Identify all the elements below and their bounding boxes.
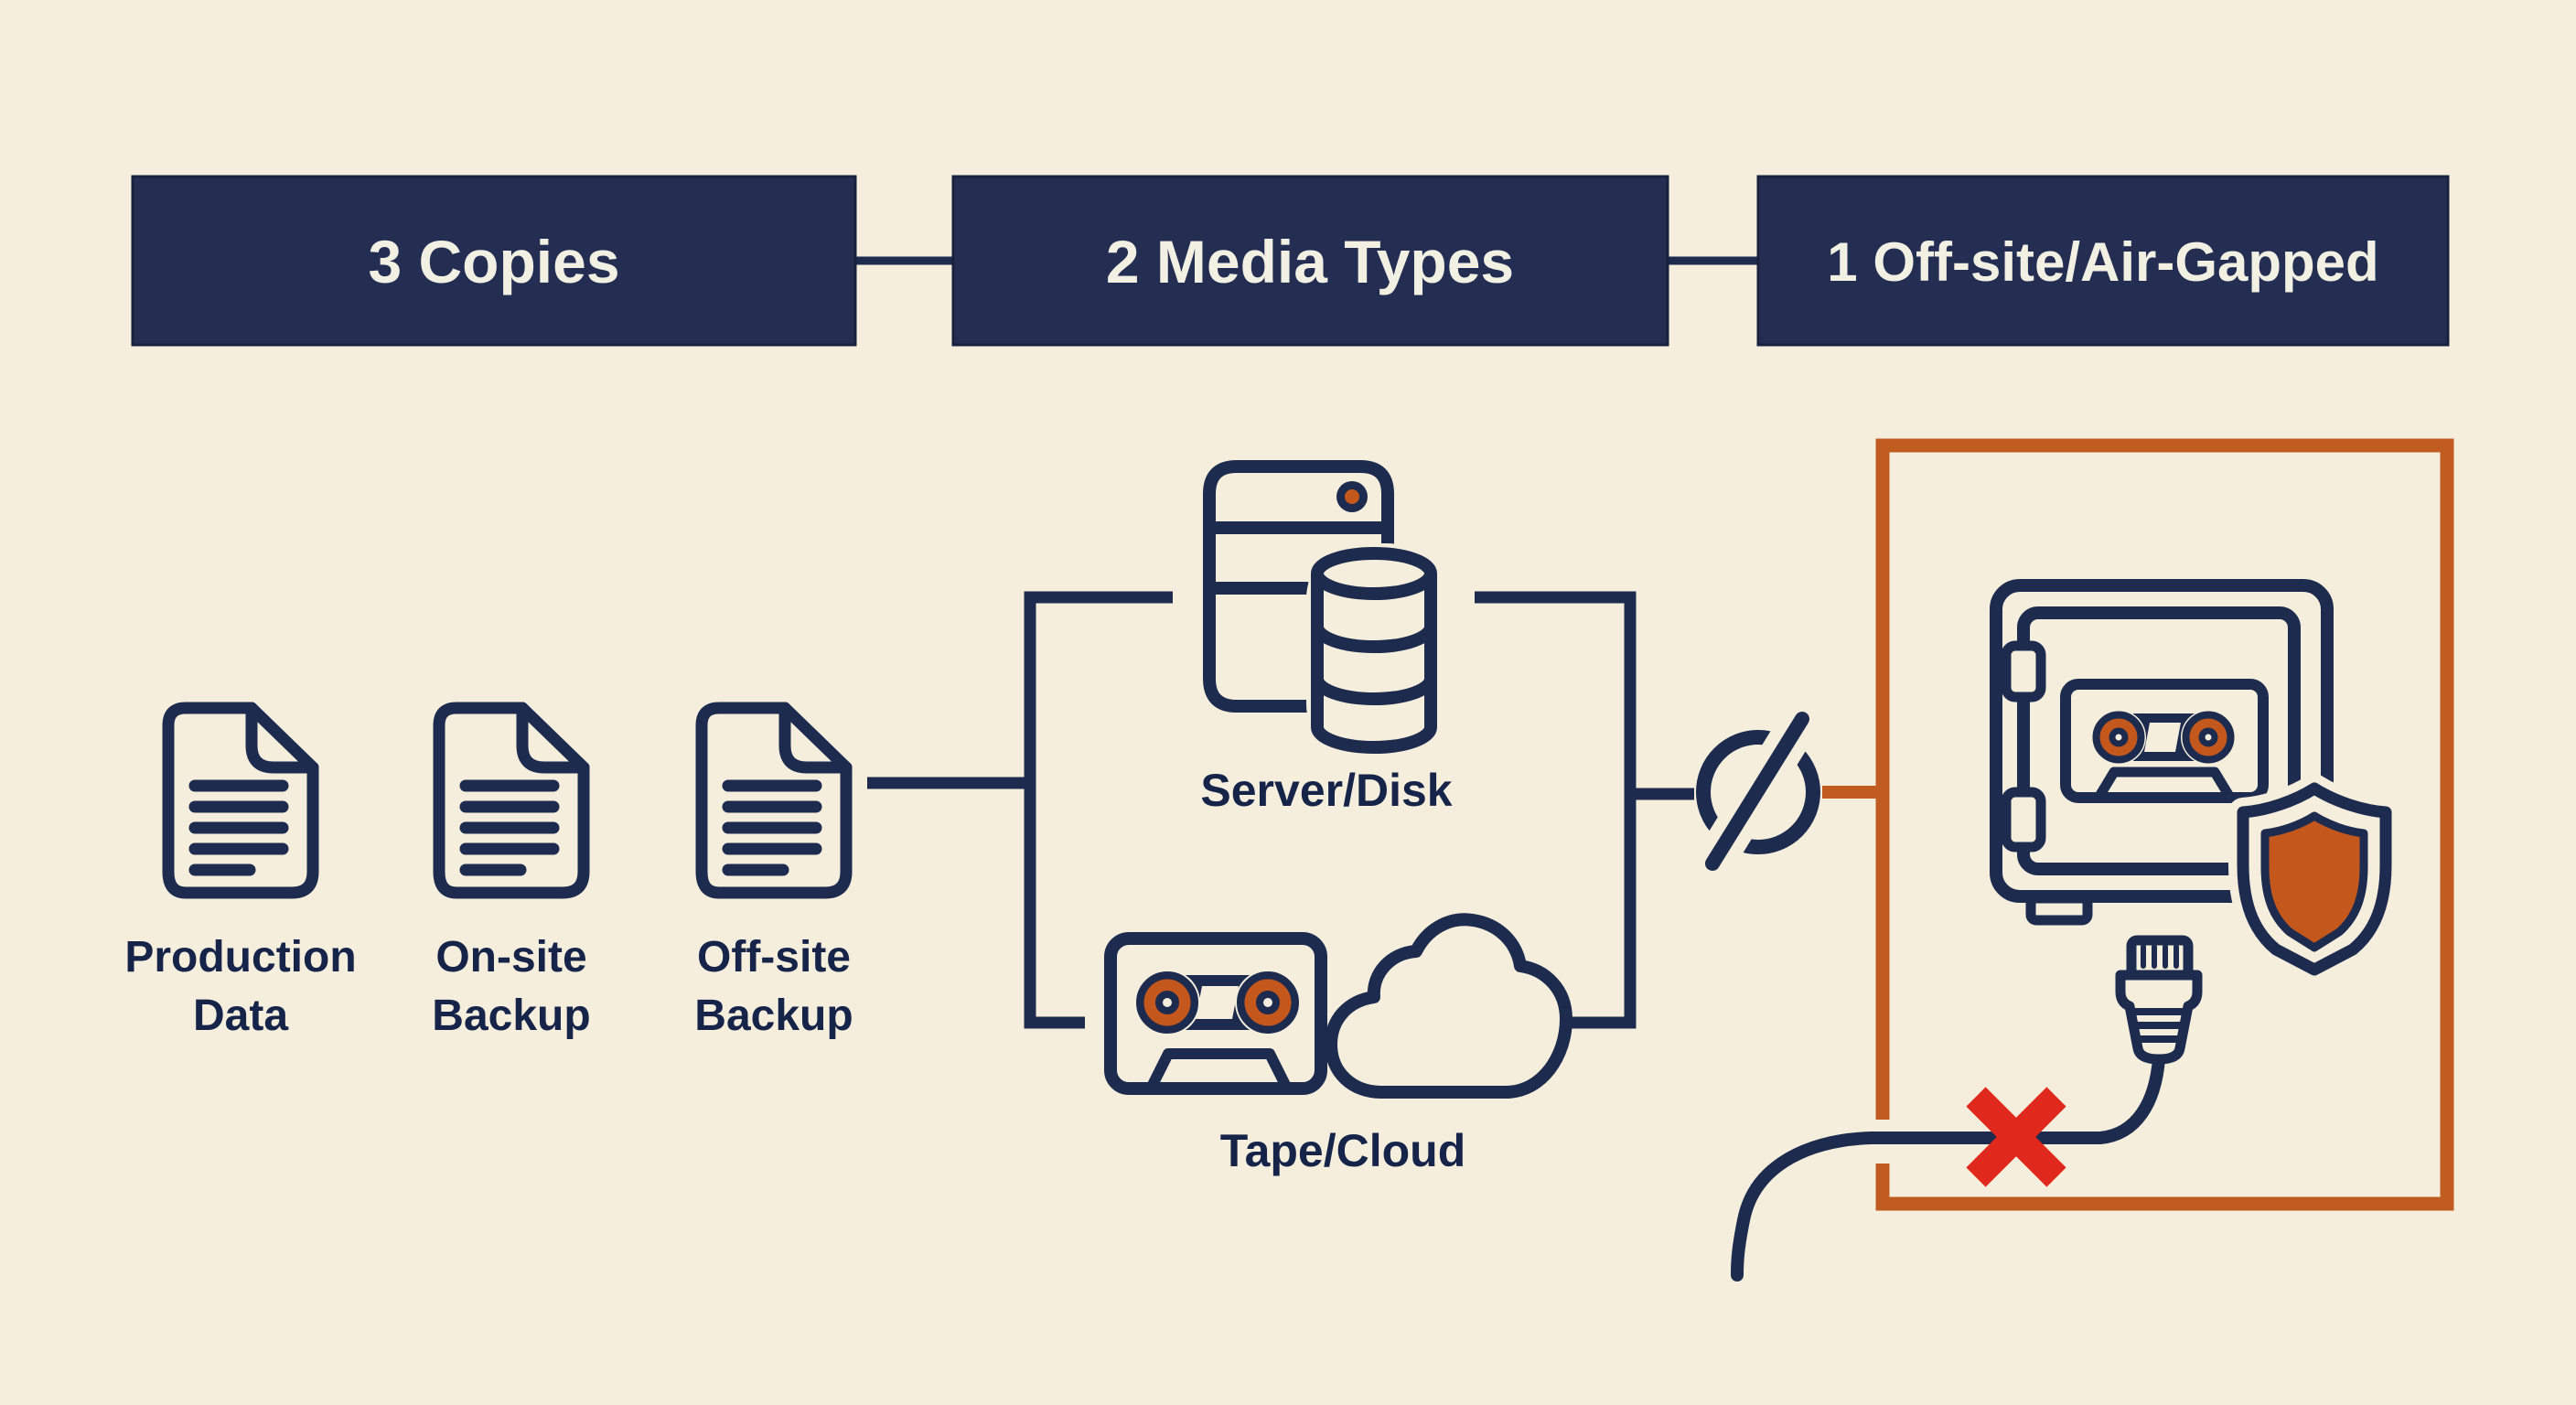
airgap-zone-border <box>1875 438 2454 1211</box>
media-bracket-right <box>1475 591 1637 1029</box>
server-disk-label: Server/Disk <box>1200 765 1452 816</box>
safe-vault-icon <box>1990 579 2334 926</box>
server-disk-icon: Server/Disk <box>1200 460 1453 816</box>
connector-lines <box>867 591 1694 1029</box>
database-disk-icon <box>1311 547 1437 754</box>
document-icon <box>168 708 313 893</box>
offsite-backup-label-line1: Off-site <box>697 933 851 981</box>
cloud-icon <box>1325 913 1572 1099</box>
production-data-label-line2: Data <box>193 992 288 1040</box>
header-box-2-media-types: 2 Media Types <box>951 175 1669 347</box>
ethernet-plug-icon <box>2115 935 2203 1065</box>
disconnected-cable-icon <box>1731 935 2203 1282</box>
onsite-backup-label-line1: On-site <box>435 933 586 981</box>
shield-icon <box>2228 774 2400 984</box>
document-icon <box>439 708 584 893</box>
header-row: 3 Copies 2 Media Types 1 Off-site/Air-Ga… <box>131 175 2450 347</box>
red-x-icon <box>1966 1087 2066 1187</box>
header-box-label: 2 Media Types <box>1106 228 1514 295</box>
header-box-3-copies: 3 Copies <box>131 175 857 347</box>
offsite-backup-label-line2: Backup <box>694 992 853 1040</box>
media-group: Server/Disk <box>1104 460 1572 1176</box>
header-box-1-offsite-airgapped: 1 Off-site/Air-Gapped <box>1756 175 2450 347</box>
header-box-label: 3 Copies <box>368 228 619 295</box>
document-icon <box>702 708 846 893</box>
onsite-backup-label-line2: Backup <box>432 992 590 1040</box>
broken-link-icon <box>1696 707 1820 875</box>
copy-labels: Production Data On-site Backup Off-site … <box>124 933 853 1040</box>
production-data-label-line1: Production <box>124 933 356 981</box>
cassette-tape-icon <box>2060 679 2269 803</box>
tape-cloud-icon: Tape/Cloud <box>1104 913 1572 1176</box>
cable-line <box>1731 1053 2165 1282</box>
header-box-label: 1 Off-site/Air-Gapped <box>1827 231 2378 293</box>
media-bracket-left <box>1024 591 1173 1029</box>
cassette-tape-icon <box>1104 932 1327 1095</box>
copies-group: Production Data On-site Backup Off-site … <box>124 708 853 1040</box>
tape-cloud-label: Tape/Cloud <box>1220 1125 1466 1176</box>
server-led-icon <box>1336 481 1368 512</box>
